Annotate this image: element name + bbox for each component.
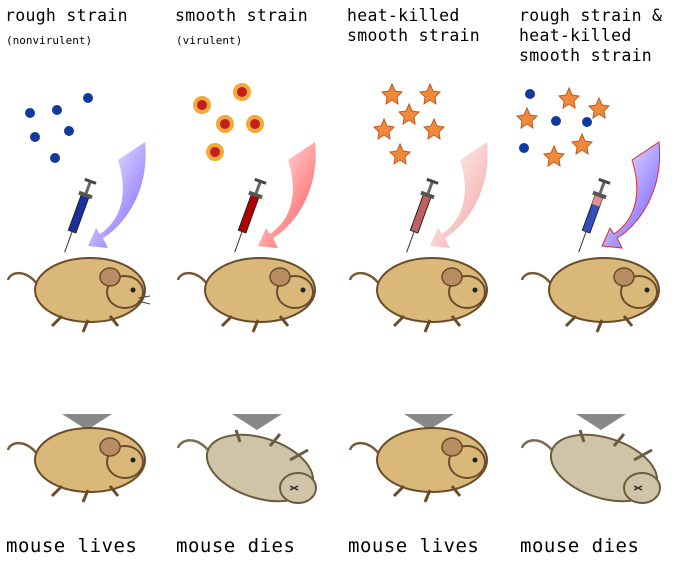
column-illustration xyxy=(170,0,340,562)
column-illustration xyxy=(342,0,512,562)
column-illustration xyxy=(0,0,170,562)
bacteria-icon xyxy=(193,83,264,161)
curved-arrow-icon xyxy=(430,142,488,248)
bacteria-icon xyxy=(517,88,609,166)
down-triangle-icon xyxy=(232,414,282,430)
column-outcome: mouse lives xyxy=(6,535,137,557)
mouse-icon xyxy=(522,422,666,513)
column-outcome: mouse dies xyxy=(520,535,639,557)
column-heat-killed-smooth: heat-killed smooth strain xyxy=(342,0,512,562)
bacteria-icon xyxy=(374,84,444,164)
mouse-icon xyxy=(178,422,322,513)
mouse-icon xyxy=(8,258,150,332)
column-outcome: mouse dies xyxy=(176,535,295,557)
curved-arrow-icon xyxy=(602,142,660,248)
curved-arrow-icon xyxy=(88,142,146,248)
column-rough-and-heat-killed: rough strain & heat-killed smooth strain xyxy=(514,0,679,562)
bacteria-icon xyxy=(25,93,93,163)
mouse-icon xyxy=(8,428,145,502)
column-illustration xyxy=(514,0,679,562)
column-rough-strain: rough strain (nonvirulent) xyxy=(0,0,170,562)
mouse-icon xyxy=(350,428,487,502)
mouse-icon xyxy=(522,258,659,332)
down-triangle-icon xyxy=(576,414,626,430)
column-outcome: mouse lives xyxy=(348,535,479,557)
mouse-icon xyxy=(178,258,315,332)
curved-arrow-icon xyxy=(258,142,316,248)
mouse-icon xyxy=(350,258,487,332)
column-smooth-strain: smooth strain (virulent) xyxy=(170,0,340,562)
